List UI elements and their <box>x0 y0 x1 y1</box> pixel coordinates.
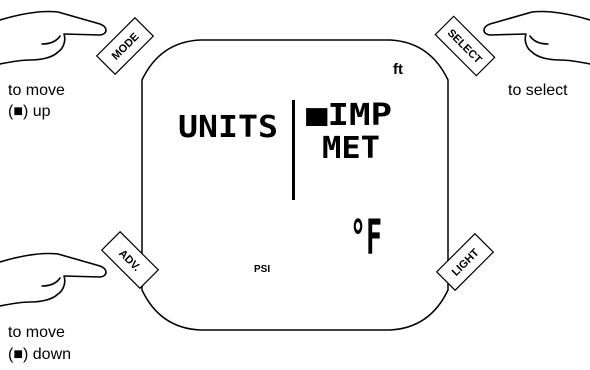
light-button[interactable]: LIGHT <box>437 234 494 291</box>
select-button[interactable]: SELECT <box>435 16 494 75</box>
adv-button[interactable]: ADV. <box>102 232 159 289</box>
hand-pointing-icon <box>484 11 590 64</box>
depth-unit-label: ft <box>393 61 403 78</box>
menu-title: UNITS <box>178 110 278 145</box>
mode-caption-line-1: to move <box>8 80 65 101</box>
select-caption: to select <box>508 80 568 101</box>
menu-divider <box>292 100 295 200</box>
pressure-unit-label: PSI <box>254 264 270 275</box>
option-imp-selected: ■IMP <box>306 98 392 133</box>
temperature-unit-label: °F <box>350 210 382 266</box>
adv-caption-line-1: to move <box>8 322 65 343</box>
mode-caption-line-2: (■) up <box>8 101 51 122</box>
hand-pointing-icon <box>0 253 106 306</box>
adv-caption-line-2: (■) down <box>8 344 71 365</box>
option-met: MET <box>322 131 380 166</box>
mode-button[interactable]: MODE <box>97 18 154 75</box>
hand-pointing-icon <box>0 11 106 64</box>
